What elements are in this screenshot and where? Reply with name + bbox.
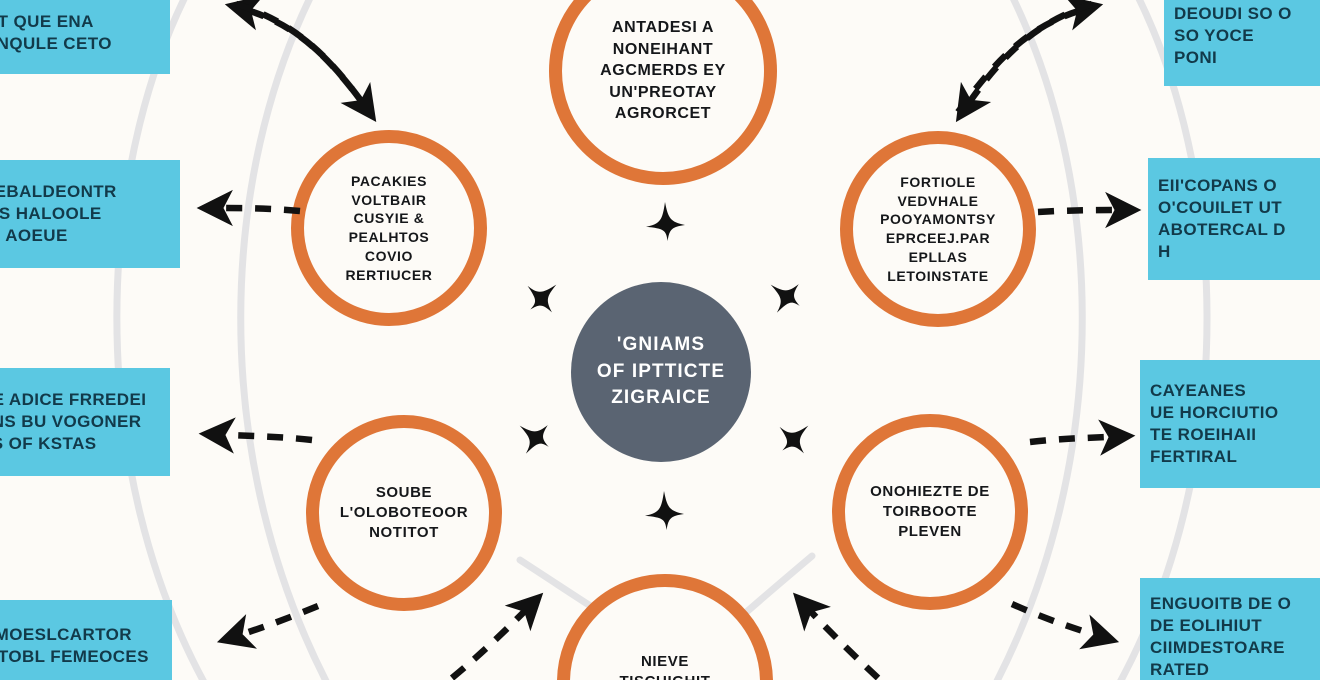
node-bottom-label: NIEVETISCUIGHITFIONYENKESLE: [603, 652, 727, 680]
node-line: VEDVHALE: [897, 192, 979, 209]
node-lower-right-label: ONOHIEZTE DE TOIRBOOTE PLEVEN: [870, 482, 990, 542]
note-line: O'COUILET UT: [1158, 197, 1283, 217]
note-line: BMOESLCARTOR: [0, 624, 132, 644]
node-lower-left[interactable]: SOUBE L'OLOBOTEOOR NOTITOT: [306, 415, 502, 611]
node-line: PLEVEN: [898, 523, 962, 541]
guide-arc-inner: [237, 0, 330, 680]
note-line: PIS HALOOLE: [0, 203, 102, 223]
note-line: ES OF KSTAS: [0, 434, 97, 454]
node-line: EPLLAS: [908, 248, 968, 265]
node-line: L'OLOBOTEOOR: [339, 503, 469, 521]
node-lower-right[interactable]: ONOHIEZTE DE TOIRBOOTE PLEVEN: [832, 414, 1028, 610]
node-line: NIEVE: [640, 652, 689, 670]
node-line: COVIO: [364, 247, 414, 264]
note-line: TITOBL FEMEOCES: [0, 647, 149, 666]
note-line: UE HORCIUTIO: [1150, 402, 1279, 422]
node-line: TOIRBOOTE: [882, 502, 978, 520]
note-line: ENS BU VOGONER: [0, 411, 142, 431]
node-top-label: ANTADESI A NONEIHANT AGCMERDS EY UN'PREOTAY…: [600, 17, 726, 124]
node-line: ANTADESI A: [611, 19, 714, 37]
note-left-4[interactable]: BMOESLCARTOR TITOBL FEMEOCES: [0, 600, 172, 680]
note-line: EII'COPANS O: [1158, 175, 1278, 195]
note-left-3[interactable]: RE ADICE FRREDEIENS BU VOGONER ES OF KSTA…: [0, 368, 170, 476]
center-hub[interactable]: 'GNIAMS OF IPTTICTE ZIGRAICE: [571, 282, 751, 462]
node-line: FORTIOLE: [900, 173, 976, 190]
note-line: DEBALDEONTR: [0, 181, 117, 201]
note-line: CAYEANES: [1150, 380, 1247, 400]
node-line: VOLTBAIR: [351, 191, 427, 208]
node-line: SOUBE: [375, 483, 433, 501]
note-line: SO YOCE: [1174, 25, 1254, 45]
node-line: RERTIUCER: [345, 266, 433, 283]
node-line: PACAKIES: [350, 172, 428, 189]
node-line: TISCUIGHIT: [603, 672, 727, 680]
node-line: POOYAMONTSY: [880, 211, 996, 228]
note-line: OI AOEUE: [0, 226, 68, 246]
note-left-2[interactable]: DEBALDEONTRPIS HALOOLE OI AOEUE: [0, 160, 180, 268]
node-line: AGRORCET: [614, 105, 712, 123]
note-line: DEOUDI SO O: [1174, 3, 1292, 23]
note-line: DE EOLIHIUT: [1150, 615, 1263, 635]
node-upper-right[interactable]: FORTIOLE VEDVHALE POOYAMONTSY EPRCEEJ.PAR EP…: [840, 131, 1036, 327]
note-line: OT QUE ENA: [0, 11, 94, 31]
guide-arc-outer: [113, 0, 207, 680]
node-line: UN'PREOTAY: [609, 83, 717, 101]
node-line: LETOINSTATE: [887, 267, 989, 284]
node-upper-left-label: PACAKIES VOLTBAIR CUSYIE & PEALHTOS COVIO RER…: [345, 172, 432, 285]
node-upper-left[interactable]: PACAKIES VOLTBAIR CUSYIE & PEALHTOS COVIO RER…: [291, 130, 487, 326]
center-hub-line: OF IPTTICTE: [596, 360, 726, 382]
node-line: AGCMERDS EY: [600, 62, 726, 80]
center-hub-label: 'GNIAMS OF IPTTICTE ZIGRAICE: [597, 332, 725, 413]
note-line: TE ROEIHAII: [1150, 425, 1257, 444]
node-line: EPRCEEJ.PAR: [885, 230, 991, 246]
node-line: NONEIHANT: [612, 40, 714, 58]
center-hub-line: ZIGRAICE: [611, 387, 711, 409]
note-line: RE ADICE FRREDEI: [0, 389, 147, 409]
note-line: PONI: [1174, 48, 1218, 68]
note-line: CIIMDESTOARE: [1150, 638, 1285, 657]
note-line: FERTIRAL: [1150, 447, 1238, 467]
note-line: RATED: [1150, 660, 1210, 680]
note-line: H: [1158, 242, 1171, 262]
node-line: ONOHIEZTE DE: [870, 482, 990, 500]
note-line: ABOTERCAL D: [1158, 220, 1286, 239]
center-hub-line: 'GNIAMS: [616, 333, 706, 355]
node-line: PEALHTOS: [348, 229, 430, 245]
node-lower-left-label: SOUBE L'OLOBOTEOOR NOTITOT: [340, 483, 468, 543]
node-line: CUSYIE &: [353, 210, 425, 227]
node-upper-right-label: FORTIOLE VEDVHALE POOYAMONTSY EPRCEEJ.PAR EP…: [880, 173, 996, 286]
note-line: ENGUOITB DE O: [1150, 593, 1292, 613]
node-line: NOTITOT: [369, 524, 439, 542]
